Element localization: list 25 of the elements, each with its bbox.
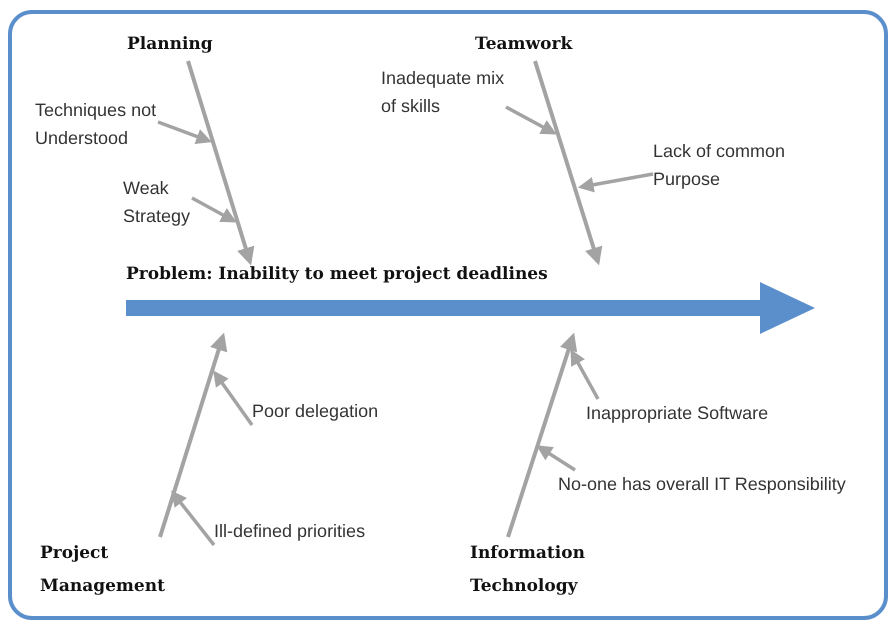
cause-arrow: [570, 349, 600, 400]
cause-arrow: [213, 370, 254, 426]
cause-arrow: [505, 105, 557, 135]
cause-arrow: [536, 445, 576, 472]
cause-label: Lack of common Purpose: [653, 137, 787, 193]
category-arrow: [506, 332, 578, 538]
category-label: Information Technology: [470, 537, 586, 603]
category-label: Project Management: [40, 537, 166, 603]
cause-arrow: [157, 120, 212, 144]
cause-label: Ill-defined priorities: [214, 517, 367, 545]
cause-arrow: [578, 172, 654, 192]
cause-arrow: [191, 196, 237, 223]
cause-label: No-one has overall IT Responsibility: [558, 470, 847, 498]
cause-label: Weak Strategy: [123, 174, 192, 230]
category-arrow: [158, 332, 228, 538]
cause-label: Inappropriate Software: [586, 399, 770, 427]
cause-arrow: [171, 490, 216, 546]
cause-label: Poor delegation: [252, 397, 380, 425]
category-label: Planning: [127, 28, 214, 61]
cause-label: Techniques not Understood: [35, 96, 158, 152]
category-label: Teamwork: [475, 28, 574, 61]
problem-statement: Problem: Inability to meet project deadlines: [126, 263, 548, 286]
category-arrow: [533, 60, 602, 266]
cause-label: Inadequate mix of skills: [381, 64, 506, 120]
category-arrow: [186, 60, 254, 266]
